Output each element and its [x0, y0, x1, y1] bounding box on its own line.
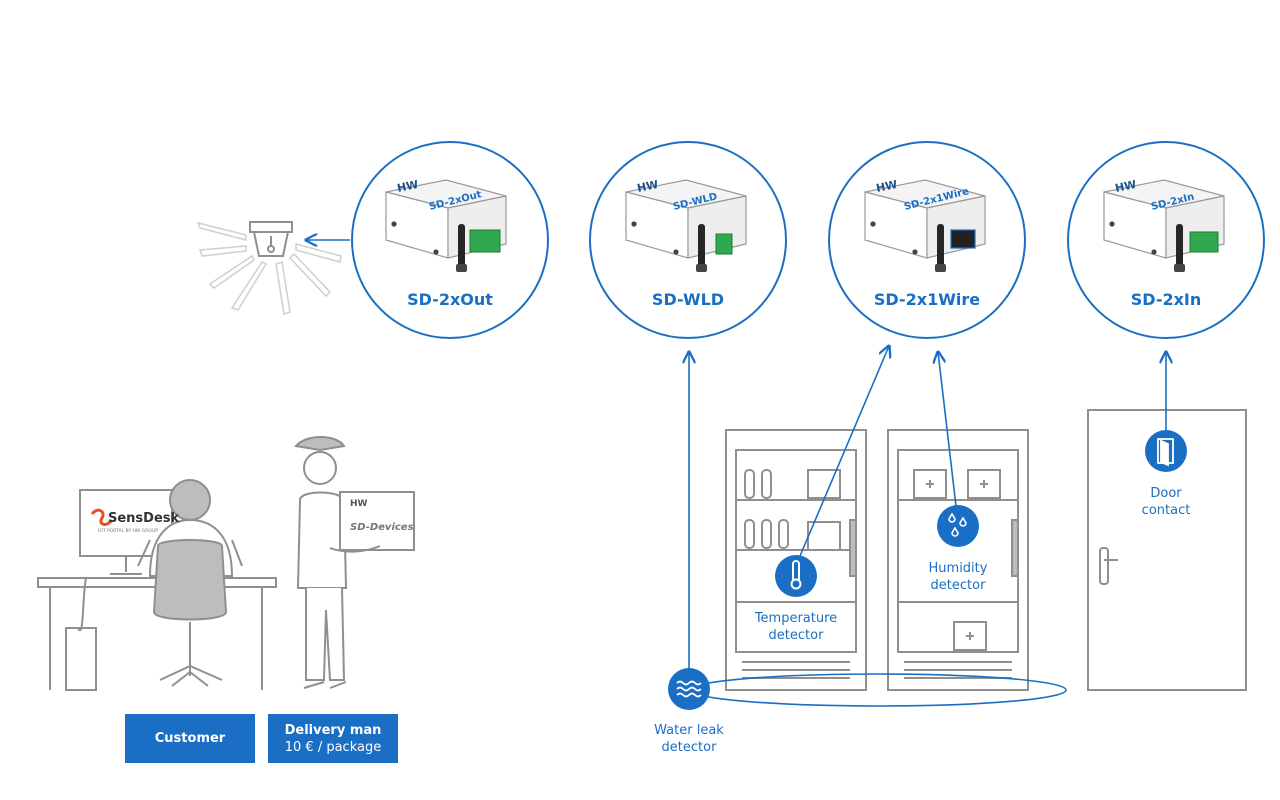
sd-2xout-device-image: HW SD-2xOut	[385, 178, 507, 273]
sd-2xout-label: SD-2xOut	[407, 290, 493, 309]
delivery-button-line1: Delivery man	[284, 722, 382, 738]
delivery-man-button[interactable]: Delivery man 10 € / package	[268, 714, 398, 763]
package-box: HW SD-Devices	[339, 491, 415, 551]
device-sd-wld: HW SD-WLD SD-WLD	[589, 141, 787, 339]
rj11-ports	[950, 229, 976, 249]
cabinet-right	[887, 429, 1029, 691]
device-sd-2xin: HW SD-2xIn SD-2xIn	[1067, 141, 1265, 339]
door-icon	[1157, 438, 1174, 467]
temperature-label-line1: Temperature	[754, 611, 837, 626]
delivery-button-line2: 10 € / package	[284, 739, 382, 755]
siren-icon	[196, 221, 342, 315]
package-text: SD-Devices	[350, 522, 414, 533]
sd-2xout-brand: HW	[396, 178, 420, 195]
door-label-line1: Door	[1150, 486, 1182, 501]
office-chair	[152, 539, 228, 621]
water-leak-label-line1: Water leak	[654, 723, 724, 738]
monitor-screen: SensDesk IOT PORTAL BY HW GROUP	[90, 508, 180, 534]
temperature-detector: Temperature detector	[754, 555, 837, 643]
delivery-body	[296, 491, 348, 589]
sd-wld-brand: HW	[636, 178, 660, 195]
sd-2x1wire-brand: HW	[875, 178, 899, 195]
delivery-cap	[294, 436, 346, 452]
sd-2x1wire-label: SD-2x1Wire	[874, 290, 980, 309]
delivery-head	[303, 451, 337, 485]
water-leak-label-line2: detector	[662, 740, 718, 755]
terminal-block	[469, 229, 501, 253]
humidity-label-line2: detector	[931, 578, 987, 593]
pc-tower	[65, 627, 97, 691]
sd-2xin-device-image: HW SD-2xIn	[1103, 178, 1225, 273]
door-label-line2: contact	[1142, 503, 1191, 518]
sensdesk-logo-icon	[90, 508, 114, 526]
package-brand: HW	[350, 499, 368, 509]
door-contact-detector: Door contact	[1142, 430, 1191, 518]
sd-2xin-brand: HW	[1114, 178, 1138, 195]
terminal-block	[715, 233, 733, 255]
arrow-humidity	[938, 352, 957, 507]
monitor-tagline: IOT PORTAL BY HW GROUP	[98, 528, 158, 534]
thermometer-icon	[790, 560, 802, 590]
delivery-arm	[329, 545, 381, 553]
monitor-logo: SensDesk	[108, 511, 180, 526]
customer-button[interactable]: Customer	[125, 714, 255, 763]
device-sd-2xout: HW SD-2xOut SD-2xOut	[351, 141, 549, 339]
humidity-label-line1: Humidity	[929, 561, 988, 576]
waves-icon	[676, 680, 702, 698]
temperature-label-line2: detector	[769, 628, 825, 643]
terminal-block	[1189, 231, 1219, 253]
droplets-icon	[948, 512, 967, 537]
device-sd-2x1wire: HW SD-2x1Wire SD-2x1Wire	[828, 141, 1026, 339]
customer-button-label: Customer	[154, 731, 226, 746]
arrow-temperature	[799, 346, 889, 557]
humidity-detector: Humidity detector	[929, 505, 988, 593]
sd-wld-device-image: HW SD-WLD	[625, 178, 747, 273]
delivery-man	[294, 436, 348, 689]
sd-wld-label: SD-WLD	[652, 290, 724, 309]
water-leak-detector: Water leak detector	[654, 668, 724, 755]
customer-workstation	[37, 479, 277, 691]
sd-2xin-label: SD-2xIn	[1131, 290, 1202, 309]
sd-2x1wire-device-image: HW SD-2x1Wire	[864, 178, 986, 273]
